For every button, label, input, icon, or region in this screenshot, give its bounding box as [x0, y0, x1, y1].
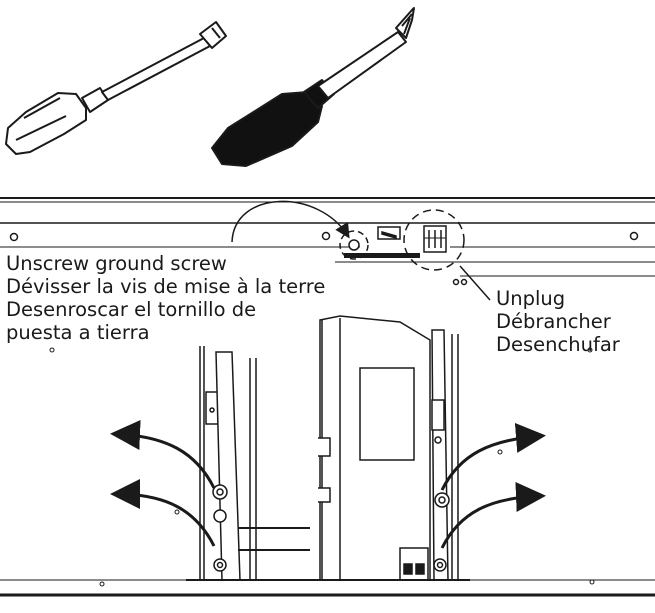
unplug-callout-line [459, 265, 491, 301]
unit-housing [186, 315, 470, 581]
unplug-instruction-fr: Débrancher [496, 310, 611, 333]
ground-screw-instruction-es-line1: Desenroscar el tornillo de [6, 298, 257, 321]
unplug-instruction: Unplug Débrancher Desenchufar [496, 287, 620, 356]
unplug-instruction-es: Desenchufar [496, 333, 620, 356]
ground-screw-instruction-es-line2: puesta a tierra [6, 321, 150, 344]
ground-screw-instruction: Unscrew ground screw Dévisser la vis de … [6, 252, 325, 344]
removal-arrows [110, 419, 546, 549]
switch-bracket [377, 226, 401, 240]
ground-screw-instruction-fr: Dévisser la vis de mise à la terre [6, 275, 326, 298]
left-lower-arrow [110, 479, 216, 547]
wire-connector [403, 209, 465, 271]
ground-screw-callout-curve [231, 200, 350, 243]
right-lower-arrow [440, 481, 546, 549]
panel-screws [9, 231, 639, 286]
ground-screw [339, 230, 420, 260]
base-dots [49, 347, 595, 587]
ground-screw-instruction-en: Unscrew ground screw [6, 252, 227, 275]
bottom-rail [0, 579, 655, 597]
nut-driver-icon [5, 21, 227, 155]
left-upper-arrow [110, 419, 216, 489]
top-panel [0, 197, 655, 277]
phillips-screwdriver-icon [211, 7, 415, 167]
right-upper-arrow [440, 422, 546, 491]
unplug-instruction-en: Unplug [496, 287, 566, 310]
